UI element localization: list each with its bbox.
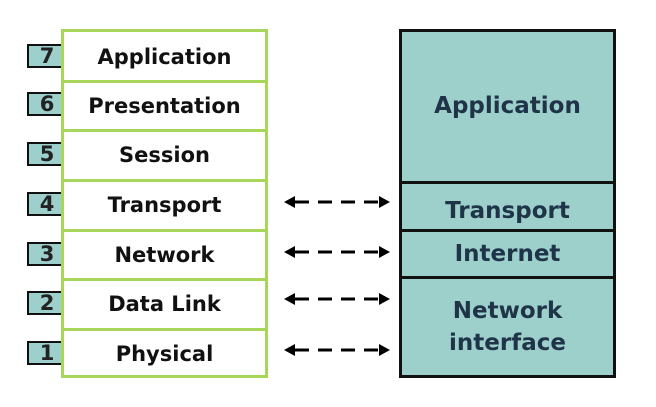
tcp-layer-network-interface: Network interface xyxy=(399,276,616,378)
tcp-layer-transport: Transport xyxy=(399,181,616,232)
osi-layer-data-link: Data Link xyxy=(64,278,265,328)
layer-number-1: 1 xyxy=(27,341,67,365)
osi-layer-network: Network xyxy=(64,229,265,279)
double-arrow-physical xyxy=(284,344,390,356)
layer-number-7: 7 xyxy=(27,44,67,68)
osi-layer-physical: Physical xyxy=(64,328,265,378)
layer-number-6: 6 xyxy=(27,92,67,116)
layer-number-3: 3 xyxy=(27,242,67,266)
osi-layer-transport: Transport xyxy=(64,179,265,229)
osi-stack: Application Presentation Session Transpo… xyxy=(61,29,268,378)
layer-number-5: 5 xyxy=(27,142,67,166)
tcp-layer-internet: Internet xyxy=(399,229,616,279)
tcp-layer-application: Application xyxy=(399,29,616,184)
osi-layer-application: Application xyxy=(97,44,232,69)
osi-layer-session: Session xyxy=(64,129,265,179)
double-arrow-data-link xyxy=(284,293,390,305)
double-arrow-network xyxy=(284,246,390,258)
osi-layer-presentation: Presentation xyxy=(64,80,265,130)
double-arrow-transport xyxy=(284,196,390,208)
